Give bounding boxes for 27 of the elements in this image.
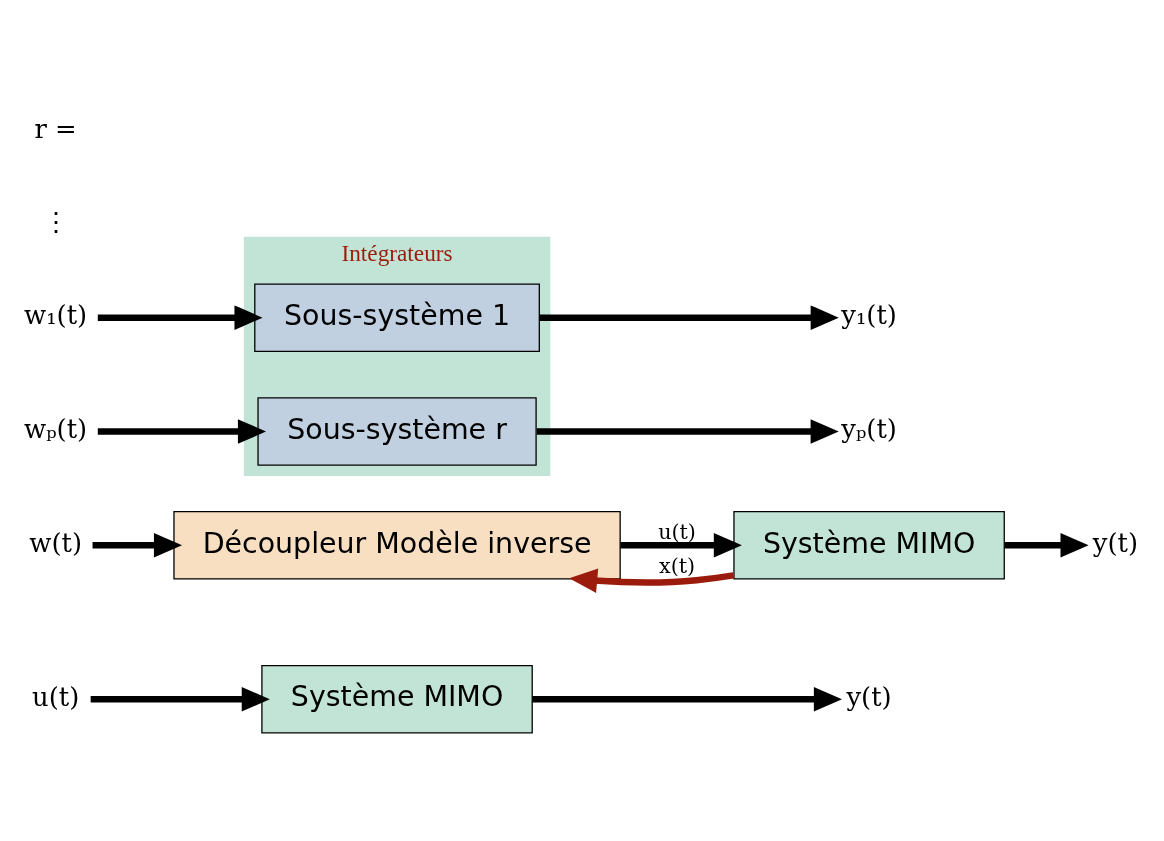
label: ⋮ <box>42 207 69 238</box>
node-box: Système MIMO <box>733 511 1005 580</box>
arrow <box>532 686 842 712</box>
node-box: Sous-système 1 <box>254 283 540 352</box>
label: r = <box>34 113 77 144</box>
node-text: y(t) <box>1092 527 1139 558</box>
arrow <box>536 419 839 444</box>
edge-label: u(t) <box>658 519 696 544</box>
arrow <box>1004 533 1089 558</box>
arrow <box>90 686 270 712</box>
arrow <box>569 568 734 593</box>
node-box: Découpleur Modèle inverse <box>173 511 621 580</box>
node-text: w₁(t) <box>24 300 88 331</box>
node-box: Sous-système r <box>257 397 537 466</box>
node-text: y(t) <box>846 681 892 712</box>
node-text: u(t) <box>32 681 80 712</box>
arrow <box>97 419 267 444</box>
node-box: Système MIMO <box>261 664 533 734</box>
arrow <box>539 305 839 330</box>
arrow <box>620 533 742 558</box>
edge-label: x(t) <box>658 554 696 579</box>
node-text: w(t) <box>29 527 82 558</box>
arrow <box>92 533 183 558</box>
arrow <box>97 305 263 330</box>
node-text: y₁(t) <box>841 300 897 331</box>
node-text: yₚ(t) <box>841 413 897 444</box>
node-text: wₚ(t) <box>24 413 88 444</box>
